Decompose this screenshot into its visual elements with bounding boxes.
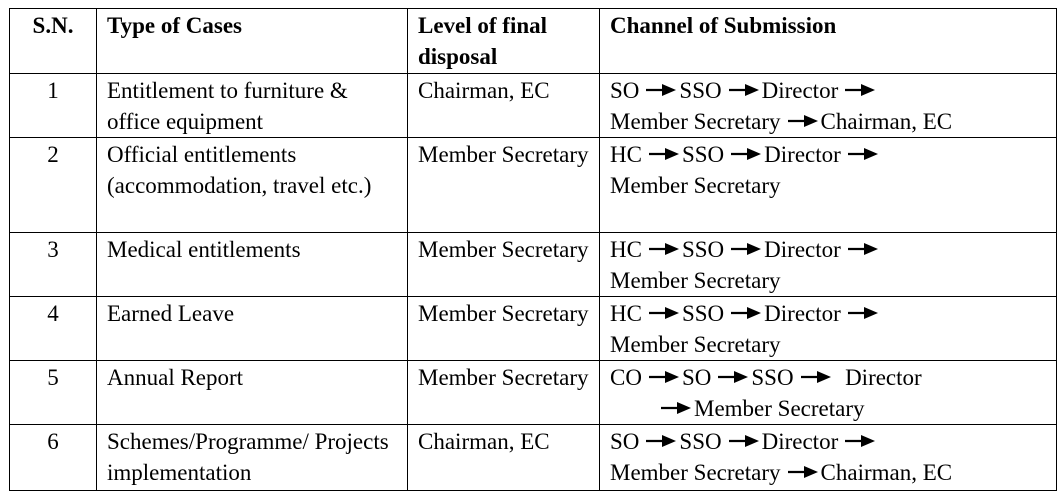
channel-step: Director	[764, 142, 841, 167]
table-row: 2 Official entitlements (accommodation, …	[9, 137, 1057, 233]
channel-step: SSO	[751, 365, 794, 390]
channel-line: Member Secretary	[610, 170, 1046, 201]
header-level-of-final-disposal: Level of final disposal	[407, 8, 600, 74]
channel-line: Member Secretary	[610, 265, 1046, 296]
level-cell: Member Secretary	[407, 360, 600, 425]
channel-step: Member Secretary	[610, 109, 781, 134]
level-cell: Member Secretary	[407, 296, 600, 361]
header-row: S.N. Type of Cases Level of final dispos…	[9, 8, 1057, 74]
sn-cell: 5	[9, 360, 97, 425]
arrow-right-icon	[847, 239, 879, 259]
channel-step: Director	[761, 429, 839, 454]
arrow-right-icon	[787, 111, 819, 131]
channel-line: CO SO SSO Director	[610, 362, 1046, 393]
channel-step: Member Secretary	[610, 173, 781, 198]
channel-step: SSO	[681, 237, 725, 262]
channel-line: Member Secretary Chairman, EC	[610, 106, 1046, 137]
arrow-right-icon	[648, 303, 680, 323]
arrow-right-icon	[730, 303, 762, 323]
channel-cell: HC SSO Director Member Secretary	[599, 232, 1057, 297]
channel-step: SO	[681, 365, 712, 390]
type-cell: Schemes/Programme/ Projects implementati…	[96, 424, 408, 491]
channel-cell: SO SSO Director Member Secretary Chairman, …	[599, 424, 1057, 491]
channel-step: Director	[761, 78, 839, 103]
table-row: 5 Annual Report Member Secretary CO SO SSO…	[9, 360, 1057, 425]
channel-step: SSO	[679, 429, 722, 454]
channel-step: Chairman, EC	[820, 460, 953, 485]
type-cell: Official entitlements (accommodation, tr…	[96, 137, 408, 233]
type-cell: Medical entitlements	[96, 232, 408, 297]
level-cell: Member Secretary	[407, 137, 600, 233]
arrow-right-icon	[648, 239, 680, 259]
arrow-right-icon	[660, 398, 692, 418]
table-row: 6 Schemes/Programme/ Projects implementa…	[9, 424, 1057, 491]
channel-step: Director	[764, 237, 841, 262]
channel-line: Member Secretary	[610, 329, 1046, 360]
arrow-right-icon	[645, 431, 677, 451]
sn-cell: 3	[9, 232, 97, 297]
level-cell: Member Secretary	[407, 232, 600, 297]
arrow-right-icon	[645, 80, 677, 100]
sn-cell: 4	[9, 296, 97, 361]
level-cell: Chairman, EC	[407, 424, 600, 491]
delegation-table: S.N. Type of Cases Level of final dispos…	[9, 8, 1057, 491]
channel-step: Member Secretary	[610, 460, 781, 485]
arrow-right-icon	[730, 144, 762, 164]
arrow-right-icon	[648, 144, 680, 164]
channel-step: Member Secretary	[610, 332, 781, 357]
type-cell: Entitlement to furniture & office equipm…	[96, 73, 408, 138]
channel-cell: CO SO SSO Director Member Secretary	[599, 360, 1057, 425]
sn-cell: 1	[9, 73, 97, 138]
channel-cell: HC SSO Director Member Secretary	[599, 296, 1057, 361]
channel-step: Chairman, EC	[820, 109, 953, 134]
channel-line: Member Secretary	[610, 393, 1046, 424]
channel-line: HC SSO Director	[610, 298, 1046, 329]
channel-step: HC	[610, 142, 642, 167]
channel-line: SO SSO Director	[610, 75, 1046, 106]
arrow-right-icon	[844, 431, 876, 451]
arrow-right-icon	[800, 367, 832, 387]
channel-step: CO	[610, 365, 642, 390]
channel-step: SSO	[681, 142, 725, 167]
header-type-of-cases: Type of Cases	[96, 8, 408, 74]
channel-cell: HC SSO Director Member Secretary	[599, 137, 1057, 233]
channel-line: SO SSO Director	[610, 426, 1046, 457]
arrow-right-icon	[728, 431, 760, 451]
arrow-right-icon	[787, 462, 819, 482]
table-row: 1 Entitlement to furniture & office equi…	[9, 73, 1057, 138]
sn-cell: 6	[9, 424, 97, 491]
channel-step: HC	[610, 301, 642, 326]
channel-step: Member Secretary	[694, 396, 865, 421]
header-channel-of-submission: Channel of Submission	[599, 8, 1057, 74]
channel-line: HC SSO Director	[610, 234, 1046, 265]
channel-line: Member Secretary Chairman, EC	[610, 457, 1046, 488]
channel-step: SO	[610, 429, 640, 454]
type-cell: Annual Report	[96, 360, 408, 425]
channel-step: SSO	[679, 78, 722, 103]
arrow-right-icon	[717, 367, 749, 387]
arrow-right-icon	[847, 303, 879, 323]
channel-cell: SO SSO Director Member Secretary Chairman, …	[599, 73, 1057, 138]
arrow-right-icon	[730, 239, 762, 259]
channel-step: HC	[610, 237, 642, 262]
channel-step: Member Secretary	[610, 268, 781, 293]
channel-step: Director	[764, 301, 841, 326]
channel-step: Director	[845, 365, 922, 390]
header-sn: S.N.	[9, 8, 97, 74]
type-cell: Earned Leave	[96, 296, 408, 361]
channel-line: HC SSO Director	[610, 139, 1046, 170]
arrow-right-icon	[847, 144, 879, 164]
arrow-right-icon	[844, 80, 876, 100]
sn-cell: 2	[9, 137, 97, 233]
table-row: 4 Earned Leave Member Secretary HC SSO Dir…	[9, 296, 1057, 361]
channel-step: SO	[610, 78, 640, 103]
table-row: 3 Medical entitlements Member Secretary …	[9, 232, 1057, 297]
channel-step: SSO	[681, 301, 725, 326]
arrow-right-icon	[648, 367, 680, 387]
arrow-right-icon	[728, 80, 760, 100]
level-cell: Chairman, EC	[407, 73, 600, 138]
